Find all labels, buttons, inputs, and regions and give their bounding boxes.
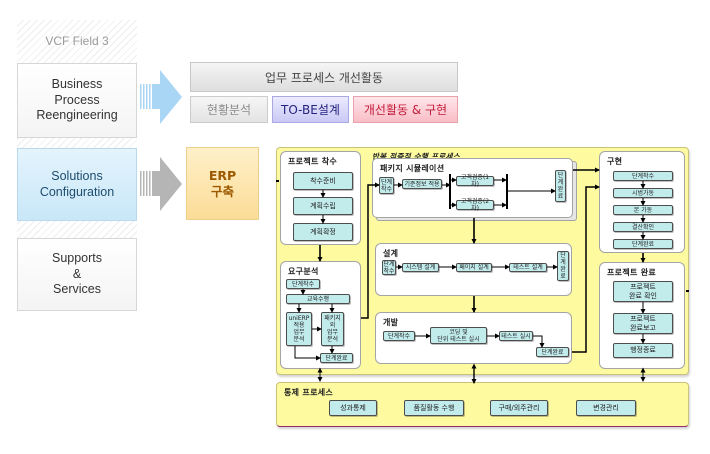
process-improvement-header: 업무 프로세스 개선활동	[190, 62, 458, 92]
panel-title: 구현	[607, 157, 623, 166]
panel-title: 프로젝트 착수	[288, 157, 338, 166]
nav-item-bpr[interactable]: Business Process Reengineering	[17, 63, 137, 138]
step-design-complete[interactable]: 단 계 완 료	[557, 251, 569, 281]
step-design-start[interactable]: 단계 착수	[382, 260, 396, 275]
step-pkg-start[interactable]: 단계 착수	[379, 177, 394, 194]
step-procurement-outsourcing[interactable]: 구매/외주관리	[490, 400, 548, 416]
step-closing-check[interactable]: 결산확인	[613, 222, 673, 232]
step-plan-confirm[interactable]: 계획확정	[293, 223, 353, 241]
arrow-right-icon	[140, 157, 182, 211]
tab-to-be-design[interactable]: TO-BE설계	[272, 96, 349, 123]
panel-title: 설계	[383, 249, 399, 258]
step-system-design[interactable]: 시스템 설계	[402, 263, 439, 272]
step-req-start[interactable]: 단계착수	[286, 279, 320, 289]
erp-process-diagram: 반복 점증적 수행 프로세스 프로젝트 착수 착수준비 계획수립 계획확정 요구…	[276, 147, 690, 430]
step-test-design[interactable]: 테스트 설계	[509, 263, 547, 272]
nav-item-label: Solutions Configuration	[39, 169, 115, 199]
step-run-test[interactable]: 테스트 실시	[499, 331, 533, 341]
step-master-data[interactable]: 기준정보 적용	[402, 179, 442, 189]
arrow-right-icon	[140, 70, 182, 124]
step-pilot-run[interactable]: 시범가동	[613, 188, 673, 198]
nav-item-label: Supports & Services	[51, 251, 103, 297]
panel-title: 개발	[383, 318, 399, 327]
tab-current-analysis[interactable]: 현황분석	[190, 96, 268, 123]
erp-build-label: 구축	[210, 183, 234, 199]
nav-item-supports-services[interactable]: Supports & Services	[17, 238, 137, 311]
panel-title: 패키지 시뮬레이션	[380, 164, 445, 173]
step-training[interactable]: 교육수행	[286, 294, 350, 304]
step-unierp-analysis[interactable]: uniERP 적용 업무 분석	[286, 312, 312, 346]
step-admin-close[interactable]: 행정종료	[613, 343, 673, 358]
erp-label: ERP	[208, 167, 237, 183]
step-change-management[interactable]: 변경관리	[576, 400, 636, 416]
step-customer-verify-1[interactable]: 고객검증(1차)	[456, 174, 494, 188]
control-process-title: 통제 프로세스	[284, 388, 334, 397]
panel-title: 프로젝트 완료	[607, 268, 657, 277]
step-pkg-complete[interactable]: 단 계 완 료	[555, 170, 566, 202]
iterative-process-title: 반복 점증적 수행 프로세스	[372, 152, 460, 161]
step-performance-control[interactable]: 성과통제	[329, 400, 377, 416]
step-dev-start[interactable]: 단계착수	[383, 331, 415, 341]
process-improvement-label: 업무 프로세스 개선활동	[264, 70, 384, 85]
step-completion-confirm[interactable]: 프로젝트 완료 확인	[613, 281, 673, 302]
step-page-design[interactable]: 페이지 설계	[456, 263, 492, 272]
step-quality-activity[interactable]: 품질활동 수행	[404, 400, 464, 416]
nav-item-solutions-configuration[interactable]: Solutions Configuration	[17, 148, 137, 221]
step-dev-complete[interactable]: 단계완료	[536, 347, 569, 357]
panel-title: 요구분석	[288, 267, 319, 276]
step-plan[interactable]: 계획수립	[293, 197, 353, 215]
field-title: VCF Field 3	[45, 34, 109, 48]
panel-implementation: 구현	[599, 151, 685, 253]
step-go-live[interactable]: 본 가동	[613, 205, 673, 215]
step-completion-report[interactable]: 프로젝트 완료보고	[613, 313, 673, 334]
step-impl-complete[interactable]: 단계완료	[613, 239, 673, 249]
nav-item-label: Business Process Reengineering	[36, 77, 118, 123]
erp-build-box[interactable]: ERP 구축	[186, 147, 259, 220]
step-kickoff-prep[interactable]: 착수준비	[293, 172, 353, 190]
step-customer-verify-2[interactable]: 고객검증(2차)	[456, 198, 494, 212]
step-impl-start[interactable]: 단계착수	[613, 171, 673, 181]
step-req-complete[interactable]: 단계완료	[320, 353, 353, 363]
step-coding-unit-test[interactable]: 코딩 및 단위 테스트 실시	[430, 327, 487, 344]
step-nonpackage-analysis[interactable]: 패키지 외 업무 분석	[321, 312, 344, 346]
tab-improvement-implementation[interactable]: 개선활동 & 구현	[353, 96, 458, 123]
